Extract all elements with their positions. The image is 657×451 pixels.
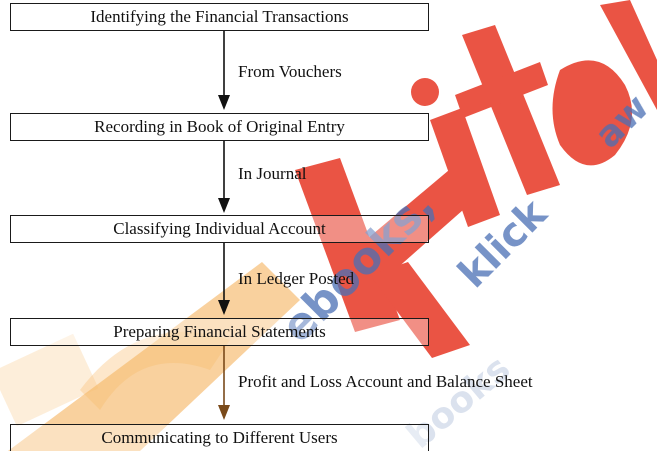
step-classifying-label: Classifying Individual Account <box>113 219 326 238</box>
step-communicating-label: Communicating to Different Users <box>101 428 338 447</box>
connector-label-statements: Profit and Loss Account and Balance Shee… <box>238 372 533 391</box>
step-identifying-label: Identifying the Financial Transactions <box>90 7 349 26</box>
connector-label-journal: In Journal <box>238 164 307 183</box>
step-preparing: Preparing Financial Statements <box>10 318 429 346</box>
arrow-3-icon <box>218 243 230 315</box>
connector-label-vouchers: From Vouchers <box>238 62 342 81</box>
arrow-2-icon <box>218 141 230 213</box>
step-recording-label: Recording in Book of Original Entry <box>94 117 345 136</box>
step-classifying: Classifying Individual Account <box>10 215 429 243</box>
arrow-4-icon <box>218 346 230 420</box>
arrow-1-icon <box>218 31 230 110</box>
step-communicating: Communicating to Different Users <box>10 424 429 451</box>
step-identifying: Identifying the Financial Transactions <box>10 3 429 31</box>
step-preparing-label: Preparing Financial Statements <box>113 322 326 341</box>
connector-label-ledger: In Ledger Posted <box>238 269 355 288</box>
step-recording: Recording in Book of Original Entry <box>10 113 429 141</box>
